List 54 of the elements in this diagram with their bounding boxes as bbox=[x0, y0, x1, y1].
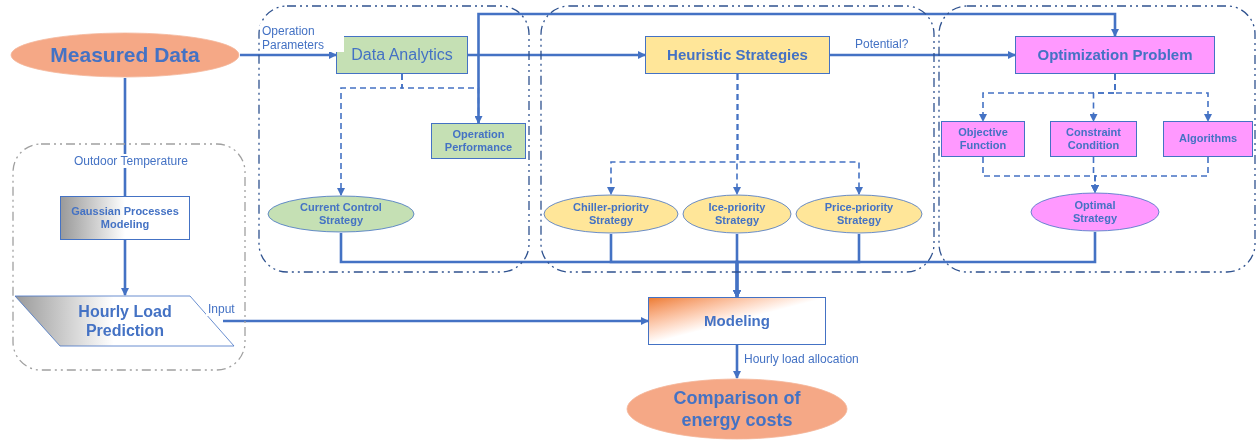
group-frame bbox=[938, 5, 1256, 273]
node-label: Operation Performance bbox=[443, 127, 514, 155]
dashed-arrow bbox=[1114, 73, 1212, 122]
connector-line bbox=[123, 78, 127, 196]
edge-label: Operation Parameters bbox=[260, 24, 344, 52]
edge-label: Outdoor Temperature bbox=[72, 154, 190, 168]
arrow bbox=[121, 240, 129, 296]
strategy-ellipse bbox=[267, 195, 415, 233]
node-label: Measured Data bbox=[49, 42, 201, 68]
arrow bbox=[830, 51, 1016, 59]
dashed-arrow bbox=[736, 73, 863, 195]
strategy-ellipse bbox=[543, 194, 679, 234]
edge-label: Input bbox=[206, 302, 237, 316]
arrow bbox=[223, 317, 649, 325]
node-label: Price-priority Strategy bbox=[823, 200, 895, 228]
edge-label: Hourly load allocation bbox=[742, 352, 861, 366]
arrow bbox=[477, 12, 1119, 123]
node-label: Hourly Load Prediction bbox=[77, 301, 173, 341]
process-box bbox=[1163, 121, 1253, 157]
process-box bbox=[648, 297, 826, 345]
node-label: Optimal Strategy bbox=[1072, 198, 1118, 226]
node-label: Objective Function bbox=[957, 125, 1009, 153]
process-box bbox=[941, 121, 1025, 157]
node-label: Modeling bbox=[703, 312, 771, 330]
dashed-arrow bbox=[1091, 156, 1209, 193]
node-label: Algorithms bbox=[1177, 132, 1239, 146]
process-box bbox=[336, 36, 468, 74]
process-box bbox=[1015, 36, 1215, 74]
strategy-ellipse bbox=[795, 194, 923, 234]
node-label: Comparison of energy costs bbox=[672, 386, 802, 432]
node-label: Ice-priority Strategy bbox=[707, 200, 767, 228]
node-label: Heuristic Strategies bbox=[666, 46, 809, 64]
node-label: Data Analytics bbox=[350, 45, 454, 65]
strategy-ellipse bbox=[1030, 192, 1160, 232]
edge-label: Potential? bbox=[853, 37, 911, 51]
arrow bbox=[733, 345, 741, 379]
process-box bbox=[645, 36, 830, 74]
node-label: Optimization Problem bbox=[1036, 46, 1194, 64]
data-parallelogram bbox=[15, 295, 235, 347]
process-box bbox=[1050, 121, 1137, 157]
arrow bbox=[733, 232, 1097, 298]
data-ellipse bbox=[10, 32, 240, 78]
arrow bbox=[240, 51, 337, 59]
strategy-ellipse bbox=[682, 194, 792, 234]
node-label: Gaussian Processes Modeling bbox=[70, 204, 180, 232]
group-frame bbox=[540, 5, 935, 273]
group-frame bbox=[12, 143, 246, 371]
process-box bbox=[431, 123, 526, 159]
process-box bbox=[60, 196, 190, 240]
node-label: Chiller-priority Strategy bbox=[572, 200, 650, 228]
arrow bbox=[468, 51, 646, 59]
result-ellipse bbox=[626, 378, 848, 440]
node-label: Constraint Condition bbox=[1065, 125, 1122, 153]
node-label: Current Control Strategy bbox=[299, 200, 383, 228]
